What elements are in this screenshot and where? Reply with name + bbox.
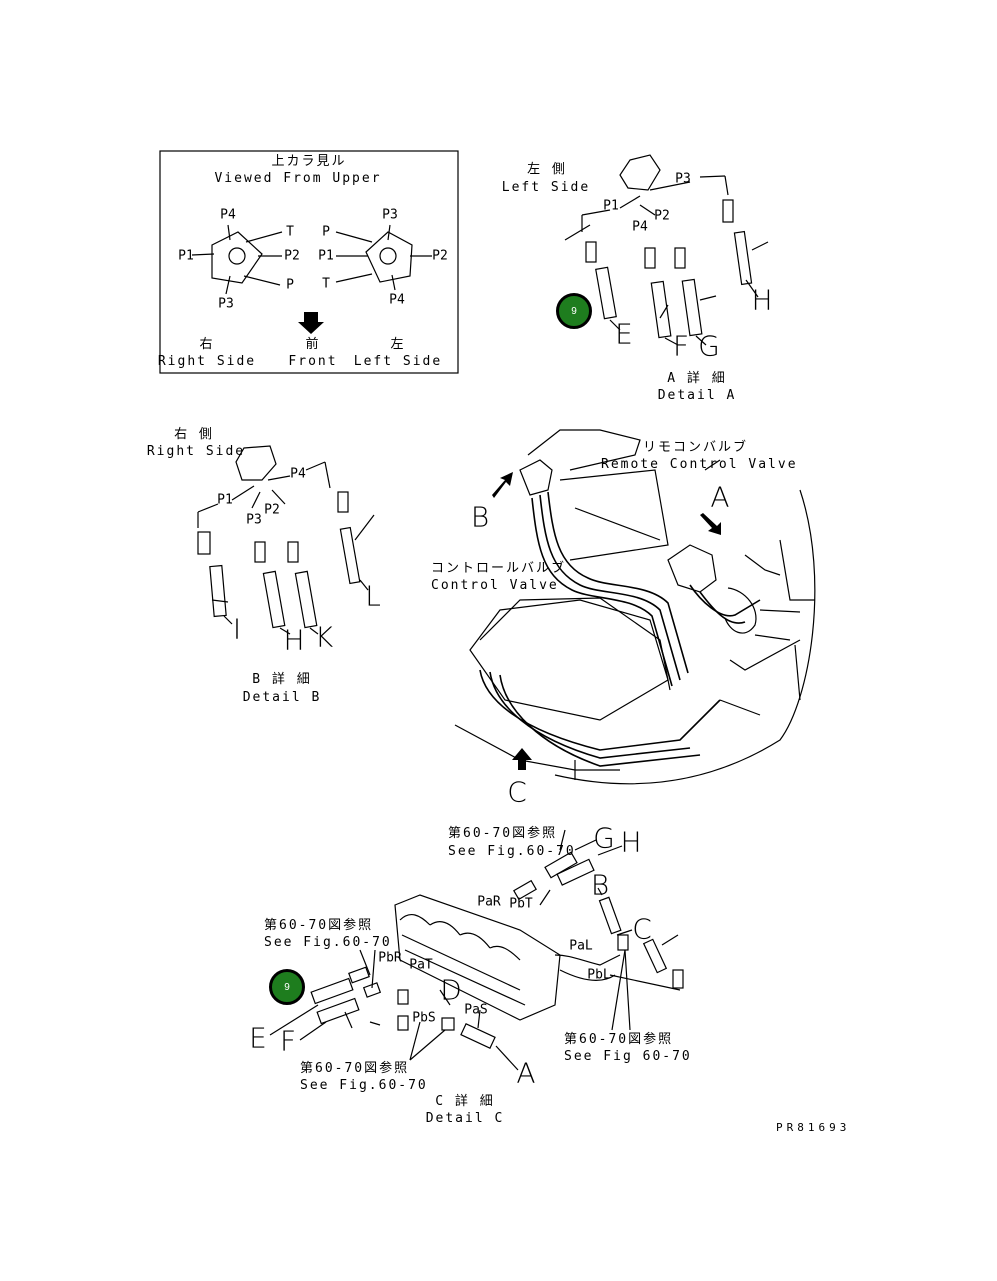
detail-c-callout-h: H (620, 825, 642, 859)
inset-right-port-t: T (286, 224, 294, 240)
detail-b-caption-en: Detail B (242, 690, 322, 705)
detail-c-port-pbs: PbS (412, 1010, 436, 1026)
inset-left-port-p2: P2 (432, 248, 448, 264)
detail-a-port-p2: P2 (654, 208, 670, 224)
control-valve-jp: コントロールバルブ (431, 561, 567, 576)
view-b-label: B (470, 500, 490, 534)
detail-c-ref-top-en: See Fig.60-70 (448, 844, 576, 859)
detail-c-ref-left-jp: 第60-70図参照 (264, 918, 374, 933)
detail-a-side-jp: 左 側 (527, 162, 567, 177)
detail-b-port-p3: P3 (246, 512, 262, 528)
detail-a-caption-en: Detail A (657, 388, 737, 403)
inset-right-port-p3: P3 (218, 296, 234, 312)
detail-b-caption-jp: B 詳 細 (252, 672, 312, 687)
detail-c-ref-bottom-jp: 第60-70図参照 (300, 1061, 410, 1076)
detail-a-callout-h: H (751, 283, 773, 317)
detail-b-callout-h: H (283, 623, 305, 657)
detail-b-callout-l: L (365, 579, 381, 613)
detail-a-callout-e: E (615, 317, 633, 351)
inset-right-port-p1: P1 (178, 248, 194, 264)
detail-c-callout-c: C (632, 912, 652, 946)
detail-c-port-par: PaR (477, 894, 501, 910)
detail-c-callout-e: E (249, 1021, 267, 1055)
detail-b-port-p4: P4 (290, 466, 306, 482)
detail-c-callout-d: D (440, 973, 462, 1007)
inset-title-en: Viewed From Upper (214, 171, 382, 186)
view-c-label: C (507, 775, 527, 809)
inset-frame (159, 150, 459, 374)
inset-left-port-p: P (322, 224, 330, 240)
inset-left-port-p3: P3 (382, 207, 398, 223)
inset-left-port-t: T (322, 276, 330, 292)
inset-right-port-p2: P2 (284, 248, 300, 264)
view-a-label: A (710, 480, 730, 514)
inset-front-jp: 前 (305, 337, 321, 352)
detail-c-ref-right-jp: 第60-70図参照 (564, 1032, 674, 1047)
detail-a-side-en: Left Side (501, 180, 591, 195)
detail-b-side-jp: 右 側 (174, 427, 214, 442)
part-9-hotspot[interactable]: 9 (556, 293, 592, 329)
inset-left-en: Left Side (353, 354, 443, 369)
detail-a-port-p3: P3 (675, 171, 691, 187)
detail-a-callout-g: G (698, 329, 720, 363)
detail-c-ref-top-jp: 第60-70図参照 (448, 826, 558, 841)
detail-c-port-pat: PaT (409, 957, 433, 973)
detail-c-callout-f: F (279, 1024, 297, 1058)
inset-right-port-p4: P4 (220, 207, 236, 223)
inset-title-jp: 上カラ見ル (271, 154, 347, 169)
detail-a-caption-jp: A 詳 細 (667, 371, 727, 386)
detail-a-callout-f: F (672, 329, 690, 363)
detail-c-ref-right-en: See Fig 60-70 (564, 1049, 692, 1064)
remote-control-valve-en: Remote Control Valve (601, 457, 798, 472)
detail-c-ref-left-en: See Fig.60-70 (264, 935, 392, 950)
detail-b-callout-i: I (232, 612, 242, 646)
inset-front-en: Front (288, 354, 338, 369)
remote-control-valve-jp: リモコンバルブ (643, 440, 749, 455)
detail-b-port-p1: P1 (217, 492, 233, 508)
detail-c-port-pbr: PbR (378, 950, 402, 966)
detail-b-callout-k: K (314, 620, 334, 654)
inset-left-port-p1: P1 (318, 248, 334, 264)
detail-c-callout-a: A (516, 1056, 536, 1090)
detail-c-callout-g: G (593, 821, 615, 855)
detail-b-port-p2: P2 (264, 502, 280, 518)
detail-c-callout-b: B (590, 868, 610, 902)
detail-a-port-p1: P1 (603, 198, 619, 214)
inset-left-port-p4: P4 (389, 292, 405, 308)
detail-a-port-p4: P4 (632, 219, 648, 235)
detail-c-caption-en: Detail C (425, 1111, 505, 1126)
drawing-number: PR81693 (776, 1121, 851, 1134)
detail-c-port-pbl: PbL (587, 967, 611, 983)
inset-right-port-p: P (286, 277, 294, 293)
inset-left-jp: 左 (390, 337, 406, 352)
detail-c-port-pas: PaS (464, 1002, 488, 1018)
inset-right-jp: 右 (199, 337, 215, 352)
control-valve-en: Control Valve (431, 578, 559, 593)
detail-c-port-pal: PaL (569, 938, 593, 954)
detail-b-side-en: Right Side (146, 444, 246, 459)
inset-right-en: Right Side (157, 354, 257, 369)
part-9-hotspot-detail-c[interactable]: 9 (269, 969, 305, 1005)
detail-c-caption-jp: C 詳 細 (435, 1094, 495, 1109)
detail-c-ref-bottom-en: See Fig.60-70 (300, 1078, 428, 1093)
detail-c-port-pbt: PbT (509, 896, 533, 912)
